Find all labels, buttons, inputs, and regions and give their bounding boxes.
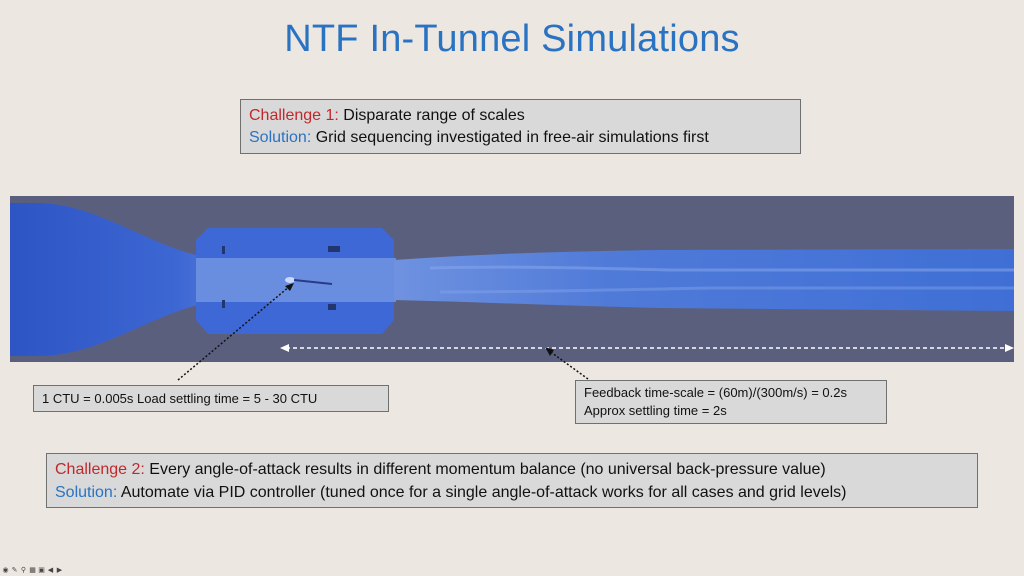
ctu-annotation-box: 1 CTU = 0.005s Load settling time = 5 - … [33, 385, 389, 412]
challenge-2-line: Challenge 2: Every angle-of-attack resul… [55, 458, 969, 481]
pointer-icon[interactable]: ◉ [2, 567, 9, 574]
tunnel-simulation-image [10, 196, 1014, 362]
challenge-1-text: Disparate range of scales [338, 107, 525, 124]
solution-1-label: Solution: [249, 129, 312, 146]
challenge-2-text: Every angle-of-attack results in differe… [144, 461, 826, 478]
slides-icon[interactable]: ▦ [29, 567, 36, 574]
feedback-line-1: Feedback time-scale = (60m)/(300m/s) = 0… [584, 385, 847, 400]
challenge-1-label: Challenge 1: [249, 107, 339, 124]
camera-icon[interactable]: ▣ [38, 567, 45, 574]
pen-icon[interactable]: ✎ [11, 567, 18, 574]
challenge-2-label: Challenge 2: [55, 461, 145, 478]
solution-1-line: Solution: Grid sequencing investigated i… [249, 127, 792, 149]
challenge-2-box: Challenge 2: Every angle-of-attack resul… [46, 453, 978, 508]
solution-2-label: Solution: [55, 484, 118, 501]
slideshow-toolbar: ◉ ✎ ⚲ ▦ ▣ ◀ ▶ [2, 566, 63, 576]
challenge-1-box: Challenge 1: Disparate range of scales S… [240, 99, 801, 154]
next-icon[interactable]: ▶ [56, 567, 63, 574]
prev-icon[interactable]: ◀ [47, 567, 54, 574]
challenge-1-line: Challenge 1: Disparate range of scales [249, 105, 792, 127]
solution-2-text: Automate via PID controller (tuned once … [117, 484, 847, 501]
solution-1-text: Grid sequencing investigated in free-air… [311, 129, 709, 146]
zoom-icon[interactable]: ⚲ [20, 567, 27, 574]
feedback-line-2: Approx settling time = 2s [584, 403, 727, 418]
solution-2-line: Solution: Automate via PID controller (t… [55, 481, 969, 504]
slide-title: NTF In-Tunnel Simulations [284, 18, 740, 60]
feedback-annotation-box: Feedback time-scale = (60m)/(300m/s) = 0… [575, 380, 887, 424]
